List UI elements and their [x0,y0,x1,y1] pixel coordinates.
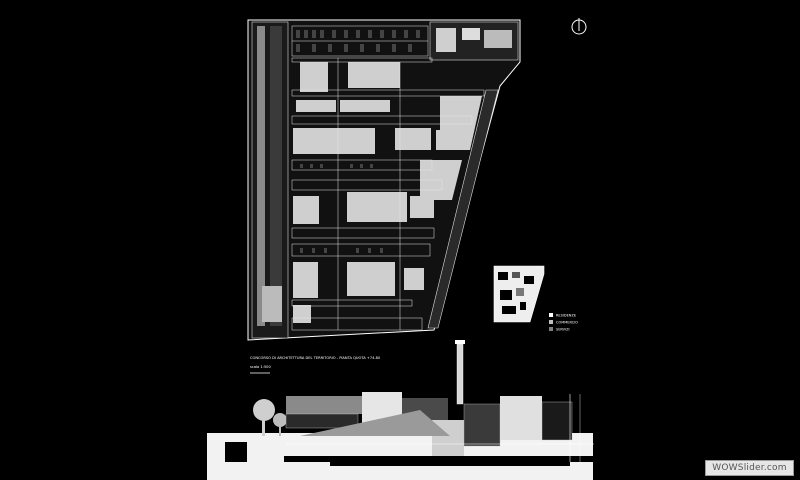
legend-swatch [549,313,553,317]
plan-hatching [296,30,420,253]
courtyard-blocks [293,62,482,323]
tree [273,413,287,427]
floor-plan [247,19,521,341]
legend: RESIDENZE COMMERCIO SERVIZI [549,313,578,332]
tree [253,399,275,421]
diagonal-facade [427,89,499,329]
wowslider-watermark[interactable]: WOWSlider.com [705,460,794,476]
drawing-scale: scala 1:500 [250,365,271,369]
title-block: CONCORSO DI ARCHITETTURA DEL TERRITORIO … [250,356,381,374]
legend-label: SERVIZI [556,328,570,332]
drawing-title: CONCORSO DI ARCHITETTURA DEL TERRITORIO … [250,356,381,360]
chimney [456,343,464,405]
north-arrow-icon [571,18,587,35]
legend-label: RESIDENZE [556,314,576,318]
section-drawing [207,340,594,480]
furniture-rows [291,25,485,331]
legend-swatch [549,327,553,331]
key-plan [493,265,545,323]
legend-swatch [549,320,553,324]
legend-label: COMMERCIO [556,321,578,325]
